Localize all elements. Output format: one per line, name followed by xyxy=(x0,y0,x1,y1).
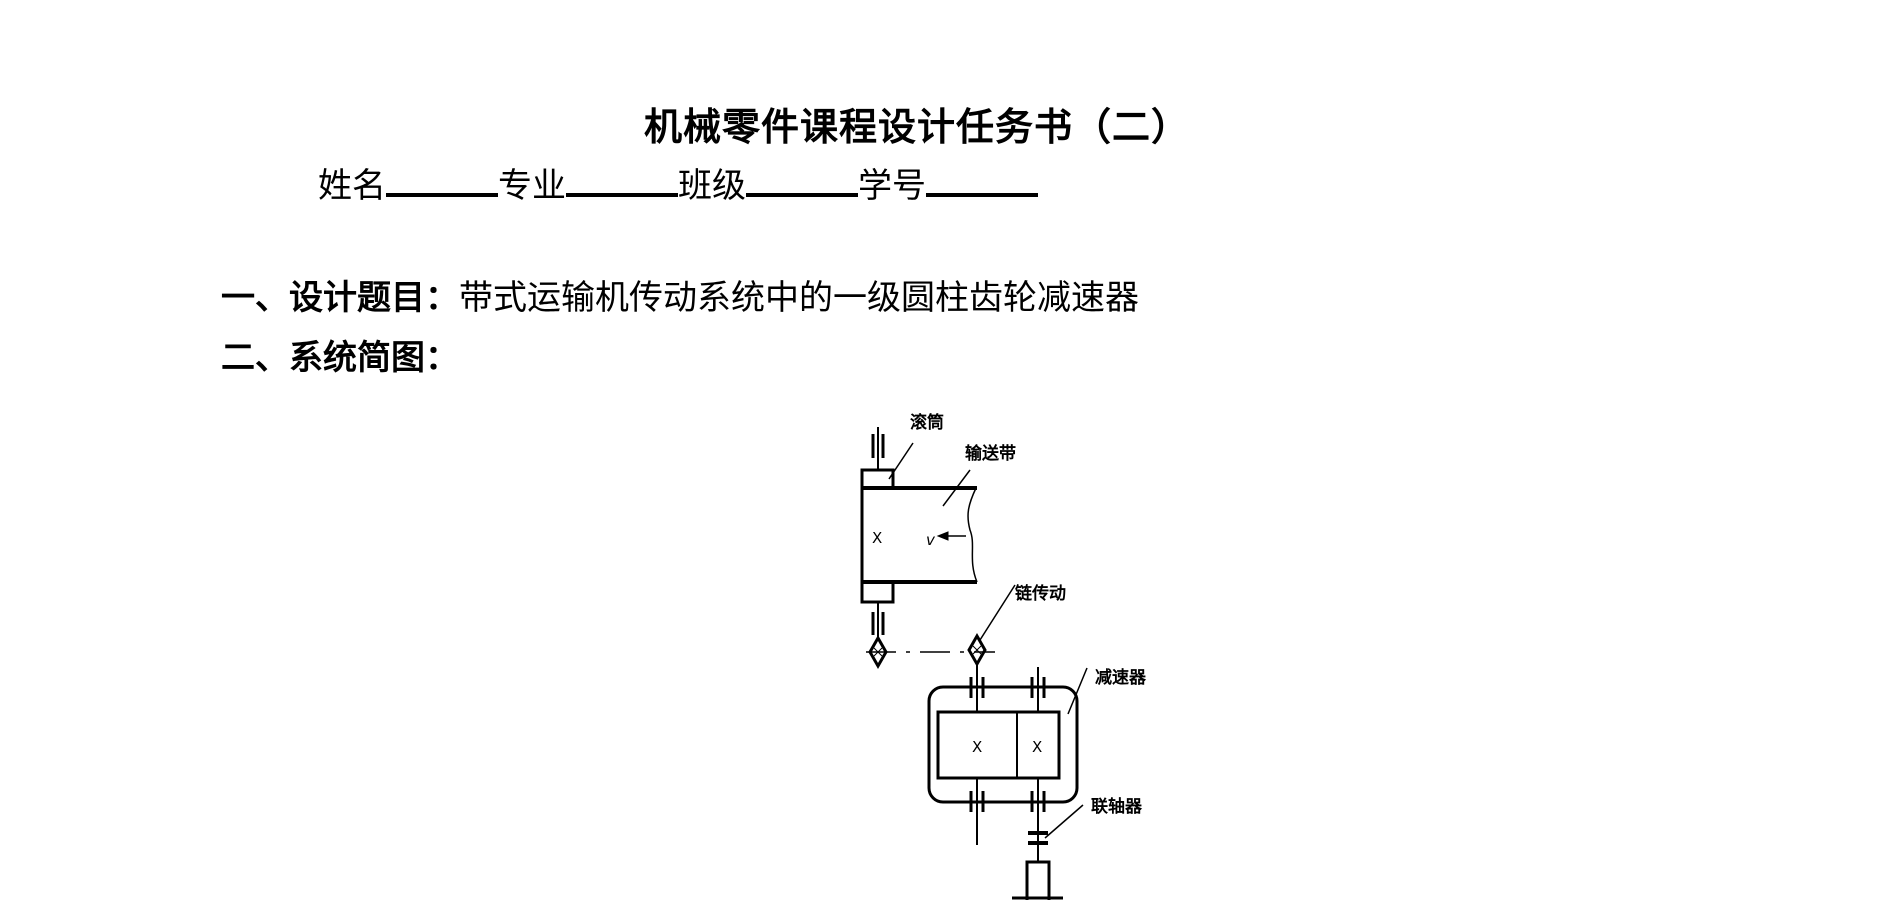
reducer-bearings xyxy=(969,677,1046,812)
class-label: 班级 xyxy=(678,166,746,206)
velocity-arrow-icon xyxy=(936,531,966,541)
pinion-x-mark: X xyxy=(972,738,982,756)
section-system-diagram: 二、系统简图： xyxy=(221,330,459,379)
reducer-sprocket-icon xyxy=(967,632,987,668)
drum-x-mark: X xyxy=(872,529,882,547)
student-id-label: 学号 xyxy=(858,166,926,206)
drum-label: 滚筒 xyxy=(910,412,944,433)
name-blank xyxy=(386,165,498,197)
class-blank xyxy=(746,165,858,197)
drum-bottom-shaft xyxy=(871,602,885,640)
coupling-label: 联轴器 xyxy=(1091,796,1143,817)
drum-sprocket-icon xyxy=(868,634,888,670)
gear-pair-box xyxy=(936,710,1061,780)
name-label: 姓名 xyxy=(318,166,386,206)
belt-label: 输送带 xyxy=(965,443,1016,464)
section1-text: 带式运输机传动系统中的一级圆柱齿轮减速器 xyxy=(459,278,1139,318)
motor xyxy=(1025,860,1051,900)
drum-bottom-cap xyxy=(860,580,895,604)
student-id-blank xyxy=(926,165,1038,197)
coupling-icon xyxy=(1028,831,1048,845)
section1-label: 一、设计题目： xyxy=(221,278,459,318)
chain-drive-label: 链传动 xyxy=(1015,583,1066,604)
gear-x-mark: X xyxy=(1032,738,1042,756)
drum-top-cap xyxy=(860,468,895,490)
reducer-housing xyxy=(927,685,1079,804)
section-design-topic: 一、设计题目：带式运输机传动系统中的一级圆柱齿轮减速器 xyxy=(221,270,1139,319)
page-title: 机械零件课程设计任务书（二） xyxy=(644,105,1191,149)
reducer-label: 减速器 xyxy=(1095,667,1147,688)
student-info-line: 姓名 专业 班级 学号 xyxy=(318,158,1038,207)
drum-top-shaft xyxy=(871,427,885,470)
major-blank xyxy=(566,165,678,197)
section2-label: 二、系统简图： xyxy=(221,338,459,378)
velocity-symbol: v xyxy=(926,531,936,549)
major-label: 专业 xyxy=(498,166,566,206)
leader-lines xyxy=(888,442,1088,839)
